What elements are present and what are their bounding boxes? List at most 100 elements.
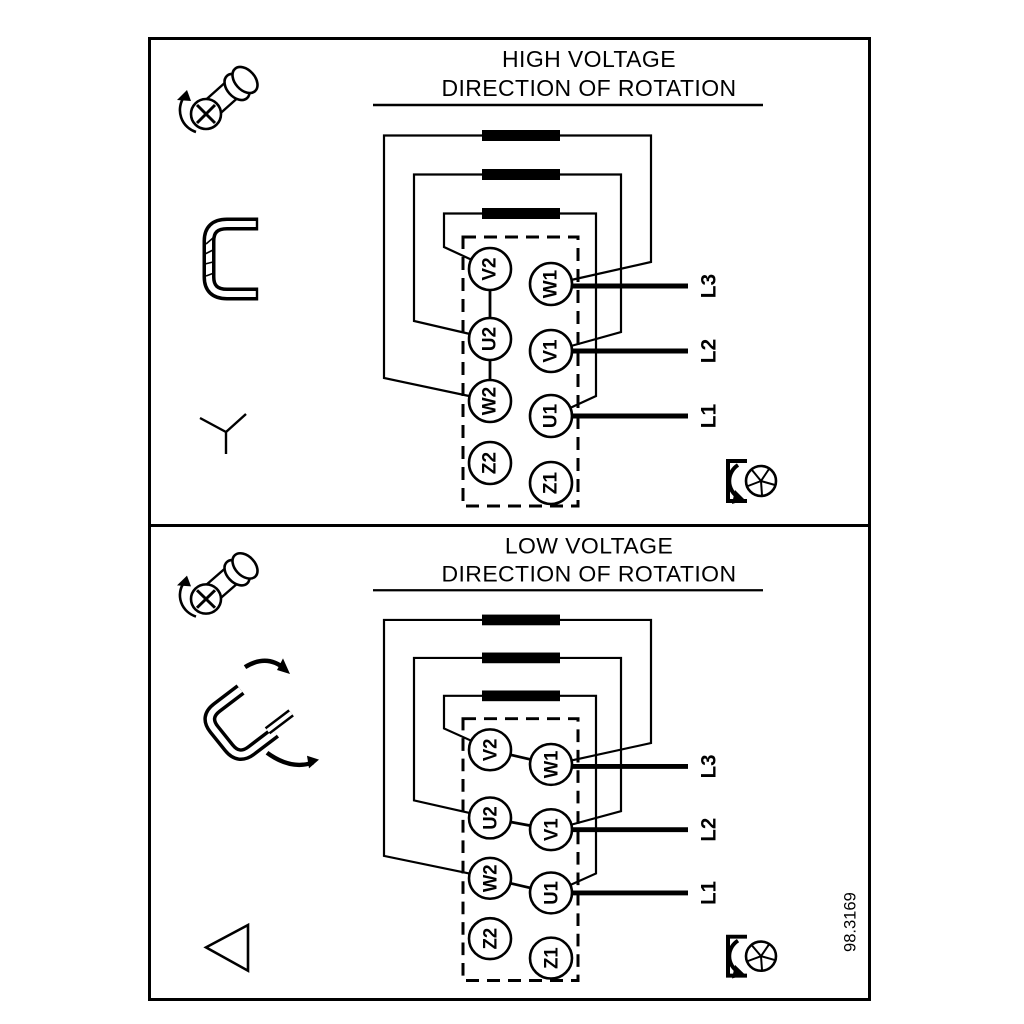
terminal-label-z1: Z1 — [540, 947, 561, 969]
panel-title-line2: DIRECTION OF ROTATION — [442, 561, 737, 587]
winding-bar — [482, 652, 560, 664]
rotation-direction-icon — [726, 459, 778, 504]
winding-wires — [382, 134, 653, 409]
terminal-label-w1: W1 — [540, 751, 561, 779]
terminal-label-z1: Z1 — [541, 471, 562, 494]
jumper-reposition-icon — [203, 658, 319, 769]
jumper-hatch — [204, 261, 214, 265]
panel-low-voltage: LOW VOLTAGE DIRECTION OF ROTATION — [148, 524, 871, 1001]
winding-wire — [560, 656, 623, 826]
supply-label-l1: L1 — [697, 881, 720, 905]
move-arrow — [265, 750, 314, 768]
impeller-spoke — [747, 480, 762, 487]
jumper-outline — [203, 684, 280, 761]
jumper-inner — [206, 687, 277, 758]
terminal-w1 — [528, 261, 574, 307]
phillips-cross — [195, 103, 217, 125]
impeller-spoke — [760, 955, 776, 961]
star-arm — [225, 413, 247, 433]
terminal-u2 — [467, 316, 513, 362]
impeller-spoke — [760, 956, 763, 970]
winding-bar — [482, 614, 560, 626]
terminal-label-w2: W2 — [479, 864, 500, 892]
jumper-piece-inner — [266, 711, 293, 733]
winding-wire — [442, 694, 482, 743]
impeller-spoke — [751, 944, 762, 957]
winding-wire — [412, 656, 482, 815]
impeller-spoke — [760, 943, 770, 957]
terminal-v2 — [467, 246, 513, 292]
terminal-z2 — [467, 440, 513, 486]
impeller-spoke — [760, 480, 763, 496]
jumper-inner — [206, 221, 257, 297]
terminal-label-z2: Z2 — [479, 928, 500, 950]
screw-flange — [231, 65, 259, 95]
supply-lines: L3 L2 L1 — [572, 274, 721, 428]
screw-flange — [231, 552, 259, 580]
winding-wire — [560, 134, 653, 282]
low-voltage-wiring-diagram: LOW VOLTAGE DIRECTION OF ROTATION — [177, 533, 860, 982]
terminal-z2 — [467, 916, 513, 961]
supply-label-l3: L3 — [697, 754, 720, 778]
terminals: V2 U2 W2 Z2 W1 V1 U1 Z1 — [467, 246, 574, 506]
terminal-label-v2: V2 — [480, 257, 501, 280]
supply-label-l3: L3 — [698, 274, 721, 299]
winding-wire — [442, 212, 482, 261]
star-symbol — [199, 413, 247, 454]
terminal-v1 — [528, 328, 574, 374]
panel-title-line2: DIRECTION OF ROTATION — [441, 75, 736, 101]
winding-bars — [482, 614, 560, 702]
screw-rotation-icon — [177, 552, 259, 618]
supply-label-l1: L1 — [698, 403, 721, 428]
terminal-label-v1: V1 — [541, 339, 562, 363]
terminal-label-w2: W2 — [480, 387, 501, 416]
terminal-label-v2: V2 — [479, 739, 500, 762]
impeller-spoke — [751, 469, 762, 482]
panel-title-line1: HIGH VOLTAGE — [502, 46, 676, 72]
jumper-piece — [264, 709, 294, 735]
delta-jumper — [509, 820, 532, 828]
winding-wire — [560, 173, 623, 348]
delta-jumpers — [509, 753, 532, 890]
impeller-spoke — [760, 468, 770, 482]
terminal-box — [461, 235, 580, 508]
winding-wire — [382, 134, 482, 398]
rotation-arrow-head — [177, 90, 191, 101]
move-arrow-head — [277, 658, 290, 674]
jumper-outline — [202, 217, 257, 301]
panel-high-voltage: HIGH VOLTAGE DIRECTION OF ROTATION — [148, 37, 871, 527]
terminal-box — [461, 717, 580, 982]
winding-bar — [482, 208, 560, 219]
terminal-z1 — [528, 936, 574, 980]
delta-symbol — [203, 922, 250, 973]
winding-wire — [560, 694, 598, 887]
terminal-z1 — [528, 460, 574, 506]
terminal-label-w1: W1 — [541, 269, 562, 298]
terminal-v2 — [467, 728, 513, 772]
star-arm — [199, 416, 227, 434]
winding-wire — [560, 618, 653, 762]
phillips-cross — [195, 589, 217, 609]
winding-wire — [382, 618, 482, 875]
winding-bar — [482, 130, 560, 141]
terminal-v1 — [528, 807, 574, 852]
winding-wire — [560, 212, 598, 409]
high-voltage-wiring-diagram: HIGH VOLTAGE DIRECTION OF ROTATION — [177, 46, 778, 508]
delta-jumper — [509, 753, 532, 761]
screw-rotation-icon — [177, 65, 259, 134]
terminals: V2 U2 W2 Z2 W1 V1 U1 Z1 — [467, 728, 574, 980]
direction-arrow-head — [732, 964, 745, 979]
delta-jumper — [509, 881, 532, 890]
terminal-u2 — [467, 796, 513, 840]
terminal-label-u2: U2 — [480, 327, 501, 351]
jumper-hatch — [205, 237, 214, 245]
terminal-label-z2: Z2 — [480, 452, 501, 474]
supply-lines: L3 L2 L1 — [572, 754, 721, 905]
terminal-label-v1: V1 — [540, 818, 561, 841]
rotation-arrow — [178, 96, 197, 134]
move-arrow-head — [307, 755, 319, 769]
winding-bar — [482, 169, 560, 180]
winding-wire — [412, 173, 482, 336]
impeller-spoke — [760, 480, 776, 486]
